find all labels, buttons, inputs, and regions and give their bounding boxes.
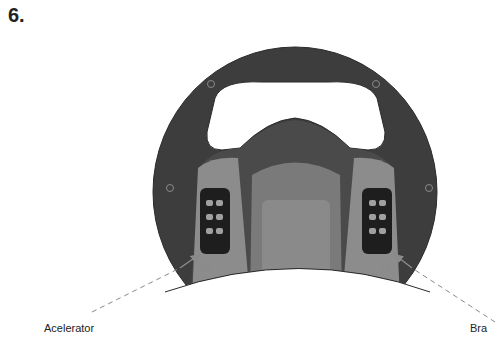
question-number: 6. bbox=[8, 4, 25, 27]
leader-line bbox=[412, 268, 495, 322]
hub-panel bbox=[262, 200, 330, 300]
wheel-bottom-edge bbox=[165, 269, 430, 293]
hub-center bbox=[250, 163, 342, 301]
rim-bolts bbox=[167, 81, 433, 272]
leader-arrow bbox=[180, 254, 200, 268]
right-buttons bbox=[362, 188, 392, 254]
left-buttons bbox=[200, 188, 230, 254]
leader-line bbox=[92, 268, 180, 312]
left-grip bbox=[192, 158, 250, 300]
part-label: Bra bbox=[470, 322, 487, 334]
wheel-rim bbox=[153, 47, 437, 337]
part-label: Acelerator bbox=[44, 322, 94, 334]
right-grip bbox=[342, 158, 400, 300]
button-dots bbox=[206, 200, 386, 234]
wheel-hub bbox=[190, 120, 400, 300]
leader-arrow bbox=[394, 254, 412, 268]
